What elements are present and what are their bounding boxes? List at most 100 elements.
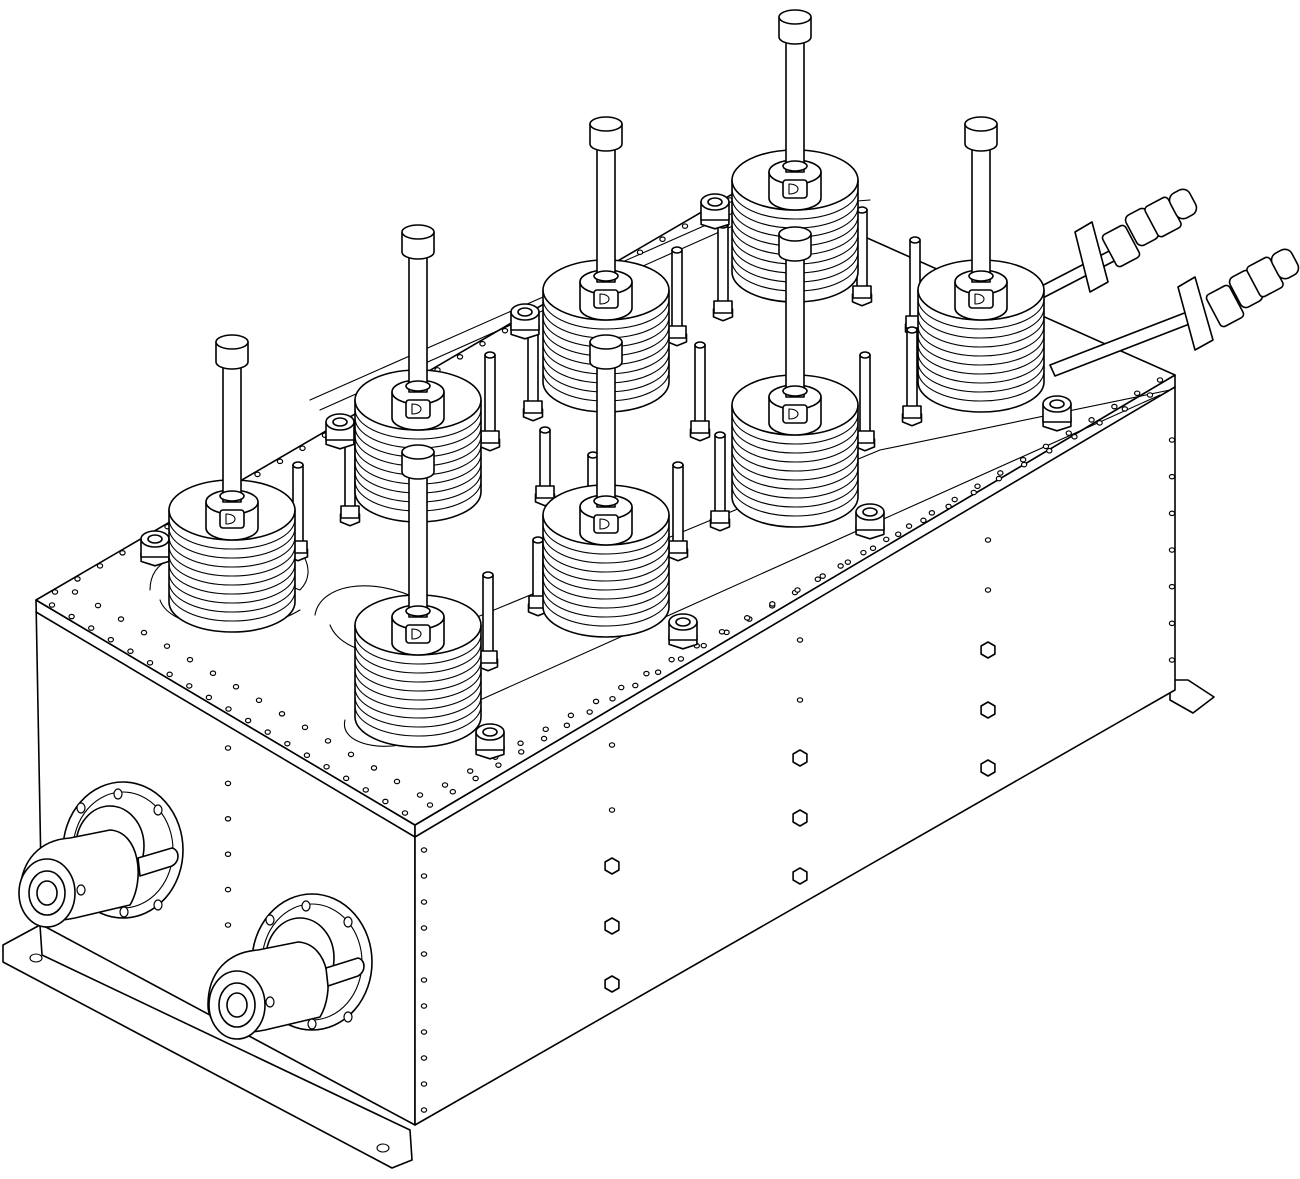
face-hex-bolt [604, 917, 620, 935]
rivet [244, 717, 252, 724]
rivet [254, 471, 261, 478]
tuning-resonators [168, 9, 1045, 748]
face-hex-bolt [792, 749, 808, 767]
rivet [420, 1055, 428, 1061]
rivet [420, 925, 428, 931]
rivet [420, 1107, 428, 1113]
rivet [495, 762, 502, 768]
rivet [1168, 583, 1176, 590]
rivet [449, 788, 457, 795]
rivet [284, 740, 291, 747]
rivet [342, 775, 350, 782]
rivet [796, 697, 804, 703]
coupling-probe [851, 206, 873, 307]
rivet [264, 729, 271, 735]
rivet [1088, 417, 1095, 423]
rivet [370, 765, 378, 771]
rivet [1156, 377, 1164, 383]
rivet [984, 587, 992, 593]
rivet [1019, 456, 1027, 463]
rivet [303, 752, 311, 759]
rivet [518, 749, 525, 755]
rivet [255, 697, 263, 704]
rivet [119, 549, 126, 556]
rivet [420, 847, 428, 853]
rivet [718, 628, 726, 635]
rivet-pattern [48, 197, 1176, 1113]
rivet [501, 327, 509, 334]
rivet [276, 458, 284, 465]
rivet [1133, 390, 1141, 397]
rivet [232, 683, 240, 690]
rivet [1046, 447, 1053, 454]
rivet [347, 751, 355, 758]
rivet [567, 712, 575, 719]
rivet [997, 470, 1004, 476]
coupling-probe [689, 341, 711, 442]
rivet [163, 643, 171, 649]
rivet [224, 886, 232, 893]
rivet [225, 706, 232, 712]
rivet [794, 587, 801, 593]
input-connector [18, 781, 184, 928]
rivet [456, 353, 464, 360]
rivet [1168, 657, 1176, 663]
lid-stud [700, 193, 730, 230]
rivet [324, 738, 332, 744]
rivet [654, 669, 662, 675]
rivet [48, 602, 56, 608]
rivet [1042, 443, 1050, 450]
rivet [1065, 430, 1072, 436]
mounting-flange-back [1169, 679, 1215, 714]
rivet [382, 798, 389, 805]
rivet [420, 951, 428, 957]
lid-stud [668, 613, 698, 650]
rivet [393, 778, 401, 785]
rivet [540, 735, 548, 742]
rivet [636, 249, 644, 256]
rivet [984, 537, 992, 543]
lid-stud [855, 503, 885, 540]
coupling-probe [709, 431, 731, 532]
rivet [618, 684, 625, 691]
rivet [586, 709, 593, 715]
rivet [401, 810, 409, 816]
rivet [542, 726, 549, 733]
rivet [420, 1003, 428, 1009]
face-hex-bolt [792, 809, 808, 827]
rivet [659, 236, 666, 243]
rivet [186, 683, 193, 689]
rivet [94, 602, 102, 609]
rivet [301, 724, 309, 731]
face-hex-bolts [604, 641, 996, 993]
rivet [819, 573, 826, 579]
tuning-resonator [542, 334, 670, 638]
cooling-tubes [1029, 188, 1300, 377]
rivet [466, 768, 474, 774]
rivet [951, 496, 958, 503]
rivet [837, 563, 844, 569]
lid-stud [140, 530, 170, 567]
rivet [426, 802, 434, 808]
rivet [71, 589, 79, 595]
coupling-probe [854, 351, 876, 452]
face-hex-bolt [604, 975, 620, 993]
rivet [681, 223, 689, 229]
rivet [1168, 510, 1176, 517]
rivet [127, 648, 134, 655]
rivet [186, 656, 194, 663]
rivet [814, 576, 822, 583]
rivet [1168, 620, 1176, 627]
rivet [68, 613, 75, 620]
rivet [1168, 547, 1176, 553]
output-connector [207, 893, 373, 1040]
rivet [883, 536, 890, 543]
rivet [743, 615, 751, 621]
mounting-flange-front [2, 924, 413, 1169]
coupling-probe [666, 246, 688, 347]
rivet [563, 722, 571, 729]
rivet [416, 792, 424, 798]
rivet [117, 616, 125, 622]
tube-fitting-lower [1177, 248, 1300, 351]
